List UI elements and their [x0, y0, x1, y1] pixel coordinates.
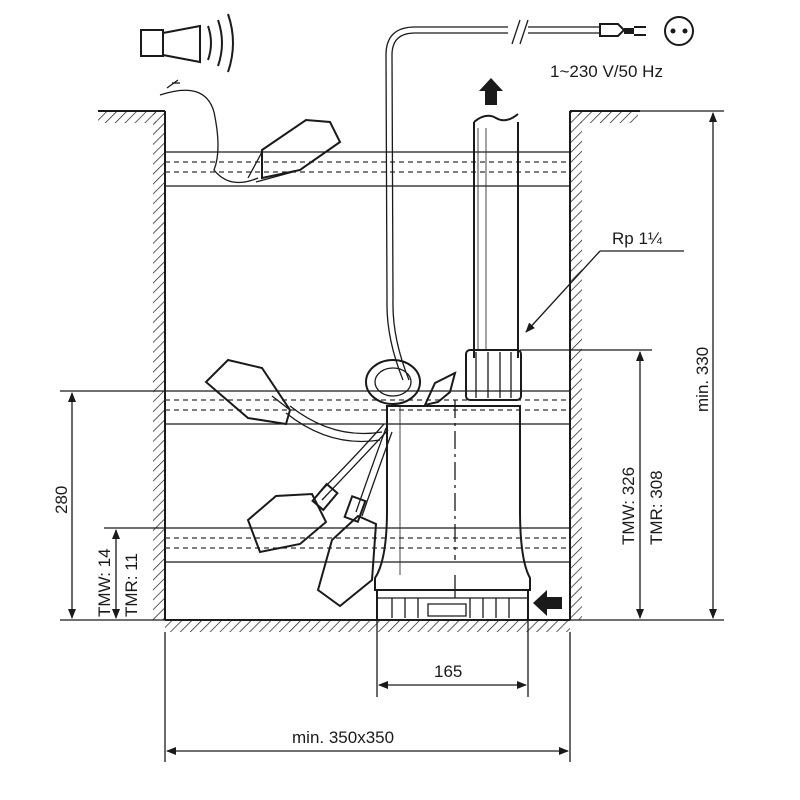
pit-floor — [165, 620, 570, 632]
float-switch-upper — [204, 358, 383, 443]
pipe-thread-label: Rp 1¼ — [612, 229, 663, 248]
pit-wall-right — [570, 111, 582, 620]
water-level-high — [165, 151, 570, 187]
power-cable — [385, 19, 600, 381]
socket-icon — [664, 16, 694, 46]
pump-width-label: 165 — [434, 662, 462, 681]
pump-body — [365, 359, 531, 621]
dimension-min-height: min. 330 — [570, 110, 724, 621]
power-plug-icon — [599, 23, 646, 37]
pit-wall-left — [153, 111, 165, 620]
dimension-165: 165 — [376, 620, 529, 697]
float-switch-mid — [246, 423, 389, 554]
alarm-float-switch — [247, 118, 342, 183]
flow-in-arrow-icon — [533, 590, 562, 616]
dimension-tmw-tmr-high: TMW: 326 TMR: 308 — [520, 349, 666, 619]
alarm-horn-icon — [140, 13, 259, 184]
dimension-280: 280 — [52, 392, 165, 621]
power-supply-label: 1~230 V/50 Hz — [550, 62, 663, 81]
float-switch-low — [316, 427, 393, 608]
water-level-low — [165, 527, 570, 563]
dimension-tmw-tmr-low: TMW: 14 TMR: 11 — [95, 527, 165, 619]
min-height-label: min. 330 — [693, 347, 712, 412]
depth-280-label: 280 — [52, 486, 71, 514]
pipe-thread-callout: Rp 1¼ — [525, 229, 684, 333]
ground-right — [578, 111, 638, 123]
pit-size-label: min. 350x350 — [292, 728, 394, 747]
flow-out-arrow-icon — [479, 78, 503, 105]
tmr-high-label: TMR: 308 — [647, 470, 666, 545]
tmw-low-label: TMW: 14 — [95, 548, 114, 617]
ground-left — [98, 111, 156, 123]
dimension-pit-size: min. 350x350 — [164, 632, 571, 762]
water-levels — [60, 151, 570, 563]
discharge-pipe — [465, 113, 522, 401]
tmr-low-label: TMR: 11 — [122, 553, 141, 617]
tmw-high-label: TMW: 326 — [619, 467, 638, 545]
water-level-mid — [60, 390, 570, 425]
